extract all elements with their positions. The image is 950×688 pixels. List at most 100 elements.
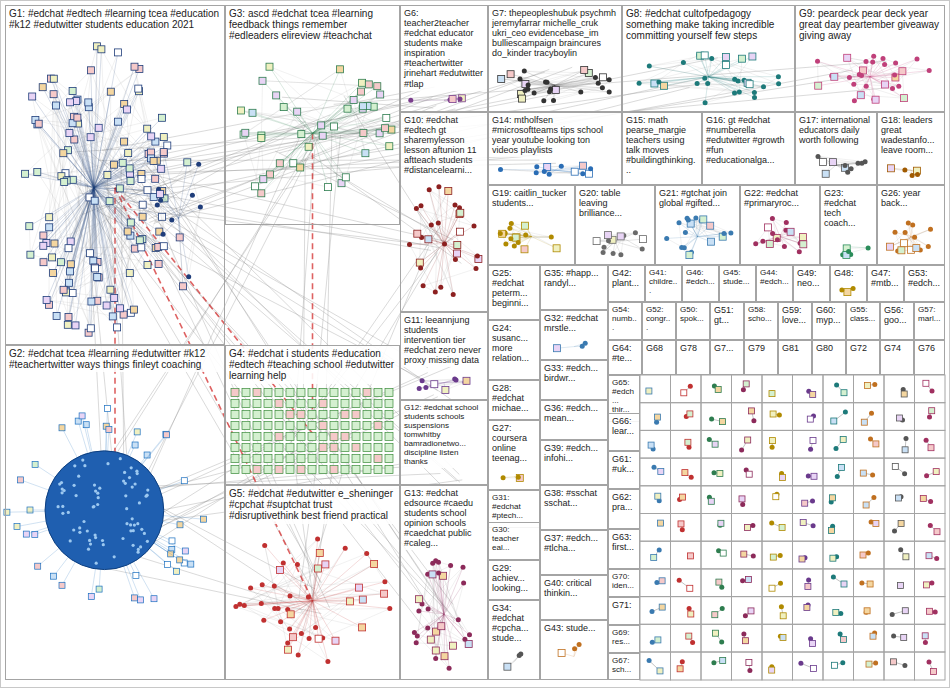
isolate-vertex xyxy=(264,455,272,463)
vertex-dot xyxy=(198,204,203,209)
isolate-vertex xyxy=(286,455,294,463)
vertex-dot xyxy=(248,586,253,591)
vertex-dot xyxy=(242,603,247,608)
vertex-edge xyxy=(189,207,201,277)
vertex-edge xyxy=(77,69,139,118)
vertex-edge xyxy=(419,611,444,614)
vertex-dot xyxy=(547,89,552,94)
vertex-edge xyxy=(429,190,460,232)
vertex-icon xyxy=(516,475,523,482)
vertex-dot xyxy=(475,254,480,259)
vertex-edge xyxy=(270,174,328,187)
vertex-edge xyxy=(47,300,120,308)
vertex-edge xyxy=(428,239,453,294)
isolate-vertex xyxy=(231,444,239,452)
vertex-edge xyxy=(297,112,308,147)
isolate-vertex xyxy=(319,444,327,452)
vertex-dot xyxy=(287,627,292,632)
vertex-icon xyxy=(127,219,134,226)
isolate-vertex xyxy=(308,466,316,474)
vertex-dot xyxy=(102,543,105,546)
vertex-dot xyxy=(910,222,915,227)
vertex-icon xyxy=(50,91,57,98)
vertex-edge xyxy=(264,601,313,621)
isolate-vertex xyxy=(341,455,349,463)
vertex-edge xyxy=(555,73,589,85)
vertex-dot xyxy=(601,250,606,255)
vertex-icon xyxy=(95,124,102,131)
vertex-dot xyxy=(451,292,456,297)
isolate-vertex xyxy=(264,389,272,397)
vertex-edge xyxy=(854,77,870,101)
link-line xyxy=(102,87,435,150)
isolate-vertex xyxy=(242,466,250,474)
vertex-edge xyxy=(43,188,93,236)
vertex-edge xyxy=(323,95,381,136)
vertex-edge xyxy=(69,246,164,248)
vertex-dot xyxy=(186,274,191,279)
vertex-dot xyxy=(782,244,787,249)
link-line xyxy=(149,106,436,223)
link-line xyxy=(91,149,313,485)
vertex-icon xyxy=(581,67,588,74)
vertex-icon xyxy=(144,125,151,132)
vertex-icon xyxy=(119,159,126,166)
vertex-dot xyxy=(288,594,293,599)
vertex-icon xyxy=(305,143,312,150)
vertex-icon xyxy=(46,224,53,231)
vertex-icon xyxy=(104,171,111,178)
small-group-box xyxy=(701,375,732,403)
vertex-edge xyxy=(51,79,148,191)
vertex-dot xyxy=(702,76,707,81)
isolate-vertex xyxy=(264,433,272,441)
vertex-dot xyxy=(509,221,514,226)
vertex-icon xyxy=(69,88,76,95)
vertex-icon xyxy=(163,431,169,437)
vertex-edge xyxy=(697,84,739,92)
vertex-edge xyxy=(110,92,111,202)
vertex-edge xyxy=(323,609,390,638)
isolate-vertex xyxy=(374,466,382,474)
vertex-edge xyxy=(261,83,362,138)
vertex-icon xyxy=(707,222,714,229)
vertex-icon xyxy=(654,414,660,420)
vertex-edge xyxy=(69,133,93,188)
vertex-dot xyxy=(637,81,642,86)
vertex-icon xyxy=(74,114,81,121)
vertex-dot xyxy=(61,488,64,491)
vertex-edge xyxy=(649,66,708,77)
vertex-icon xyxy=(700,216,707,223)
vertex-dot xyxy=(72,528,75,531)
link-line xyxy=(79,563,321,614)
isolate-vertex xyxy=(330,444,338,452)
vertex-dot xyxy=(414,640,419,645)
vertex-icon xyxy=(249,109,256,116)
vertex-dot xyxy=(816,154,821,159)
vertex-icon xyxy=(554,345,561,352)
vertex-dot xyxy=(640,247,645,252)
vertex-dot xyxy=(695,81,700,86)
isolate-vertex xyxy=(319,455,327,463)
isolate-vertex xyxy=(363,433,371,441)
vertex-dot xyxy=(882,62,887,67)
vertex-icon xyxy=(386,143,393,150)
vertex-dot xyxy=(414,206,419,211)
vertex-icon xyxy=(830,159,837,166)
vertex-edge xyxy=(94,158,151,187)
vertex-icon xyxy=(266,171,273,178)
vertex-edge xyxy=(284,107,346,177)
vertex-dot xyxy=(647,64,652,69)
vertex-icon xyxy=(107,286,114,293)
vertex-icon xyxy=(176,234,183,241)
vertex-icon xyxy=(513,234,520,241)
vertex-dot xyxy=(890,86,895,91)
vertex-edge xyxy=(444,614,470,635)
vertex-icon xyxy=(586,170,593,177)
small-group-box xyxy=(762,375,793,403)
vertex-dot xyxy=(93,484,96,487)
isolate-vertex xyxy=(374,444,382,452)
vertex-dot xyxy=(438,285,443,290)
small-group-box xyxy=(671,375,702,403)
vertex-edge xyxy=(53,188,94,273)
vertex-icon xyxy=(290,160,297,167)
